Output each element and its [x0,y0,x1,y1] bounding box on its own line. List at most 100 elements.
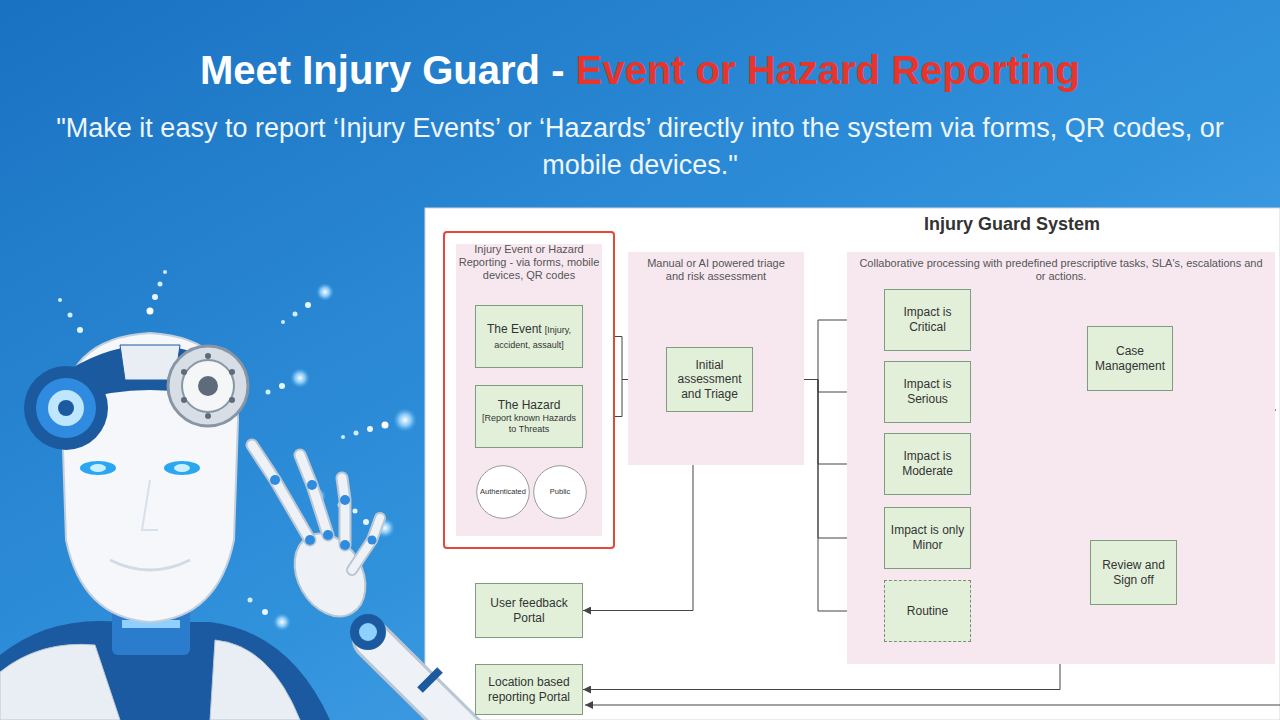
robot-finger-joints-part [340,540,350,550]
band-heading: Manual or AI powered triage and risk ass… [628,252,804,283]
node-sublabel: [Report known Hazards to Threats [480,413,578,435]
light-streaks-part [367,426,373,432]
light-streaks-part [382,422,389,429]
robot-mouth [110,560,190,570]
light-streaks-part [163,270,167,274]
light-streaks-part [290,368,310,388]
slide-title-row: Meet Injury Guard -Event or Hazard Repor… [0,46,1280,94]
box-text: Impact is only Minor [889,523,966,552]
robot-finger-joints-part [323,530,333,540]
robot-finger-joints-part [305,535,315,545]
light-streaks-part [354,431,359,436]
robot-fingers-part [352,518,380,570]
node-label: User feedback Portal [490,596,567,625]
box-text: Location based reporting Portal [480,675,578,704]
robot-eye [80,461,116,475]
box-text: The Hazard[Report known Hazards to Threa… [480,398,578,435]
light-streaks-part [147,308,154,315]
robot-ear [168,346,248,426]
light-streaks-part [266,390,271,395]
robot-ear [36,378,96,438]
light-streaks-part [305,302,311,308]
robot-ear-dots-part [229,369,235,375]
process-box: Impact is Serious [884,361,971,423]
box-text: Routine [907,604,948,619]
node-label: Manual or AI powered triage and risk ass… [647,257,785,282]
light-streaks-part [279,383,285,389]
box-text: Authenticated [480,487,526,496]
robot-forearm-band [420,670,440,690]
robot-forearm [372,640,468,720]
robot-ear [58,400,74,416]
robot-illustration [0,270,468,720]
light-streaks-part [68,313,73,318]
node-label: Public [550,487,570,496]
node-label: Authenticated [480,487,526,496]
node-label: Collaborative processing with predefined… [859,257,1262,282]
node-label: Initial assessment and Triage [677,358,741,401]
portal-box: User feedback Portal [475,583,583,638]
process-box: Routine [884,580,971,642]
robot-wrist [350,614,386,650]
box-text: Review and Sign off [1095,558,1172,587]
process-box: Impact is Critical [884,289,971,351]
diagram-panel [425,208,1280,720]
box-text: Impact is Critical [889,305,966,334]
node-label: Location based reporting Portal [488,675,570,704]
robot-finger-joints-part [340,495,350,505]
robot-eye [174,464,190,472]
robot-ear [182,360,234,412]
box-text: The Event[Injury, accident, assault] [480,322,578,351]
box-text: User feedback Portal [480,596,578,625]
robot-ear-dots-part [181,369,187,375]
light-streaks-part [353,509,358,514]
robot-ear-dots [181,353,235,419]
portal-box: Location based reporting Portal [475,664,583,715]
robot-eye [164,461,200,475]
band-heading: Collaborative processing with predefined… [847,252,1275,283]
node-label: Injury Event or Hazard Reporting - via f… [459,243,600,281]
robot-forearm [372,640,468,720]
process-box: Impact is only Minor [884,507,971,569]
robot-fingers [252,445,380,570]
light-streaks-part [152,294,158,300]
node-label: Impact is Serious [903,377,951,406]
robot-finger-joints-part [368,536,377,545]
slide-title-highlight: Event or Hazard Reporting [575,48,1080,92]
light-streaks-part [363,519,369,525]
access-circle: Public [533,465,587,519]
process-box: The Hazard[Report known Hazards to Threa… [475,385,583,448]
node-label: The Event [487,322,542,336]
light-streaks-part [281,320,285,324]
light-streaks-part [262,609,268,615]
process-box: Impact is Moderate [884,433,971,495]
robot-ear-dots-part [181,397,187,403]
node-label: Impact is Moderate [902,449,953,478]
slide-subtitle: "Make it easy to report ‘Injury Events’ … [15,110,1265,184]
robot-fingers-part [342,478,345,545]
node-label: Impact is Critical [903,305,951,334]
box-text: Initial assessment and Triage [671,358,748,402]
node-label: Case Management [1095,344,1165,373]
triage-band: Manual or AI powered triage and risk ass… [628,252,804,465]
light-streaks-part [316,283,334,301]
band-heading: Injury Event or Hazard Reporting - via f… [445,233,613,282]
circle-shape [477,466,530,519]
flow-connector [583,664,1060,690]
light-streaks-part [248,598,253,603]
robot-finger-joints-part [270,475,280,485]
box-text: Impact is Serious [889,377,966,406]
robot-ear [198,376,218,396]
robot-nose [142,480,158,530]
robot-eye [90,464,106,472]
box-text: Case Management [1092,344,1168,373]
process-box: Initial assessment and Triage [666,347,753,412]
process-box: Case Management [1087,326,1173,391]
node-label: Routine [907,604,948,618]
robot-fingers-part [342,478,345,545]
robot-fingers-part [300,455,328,535]
robot-fingers-part [352,518,380,570]
